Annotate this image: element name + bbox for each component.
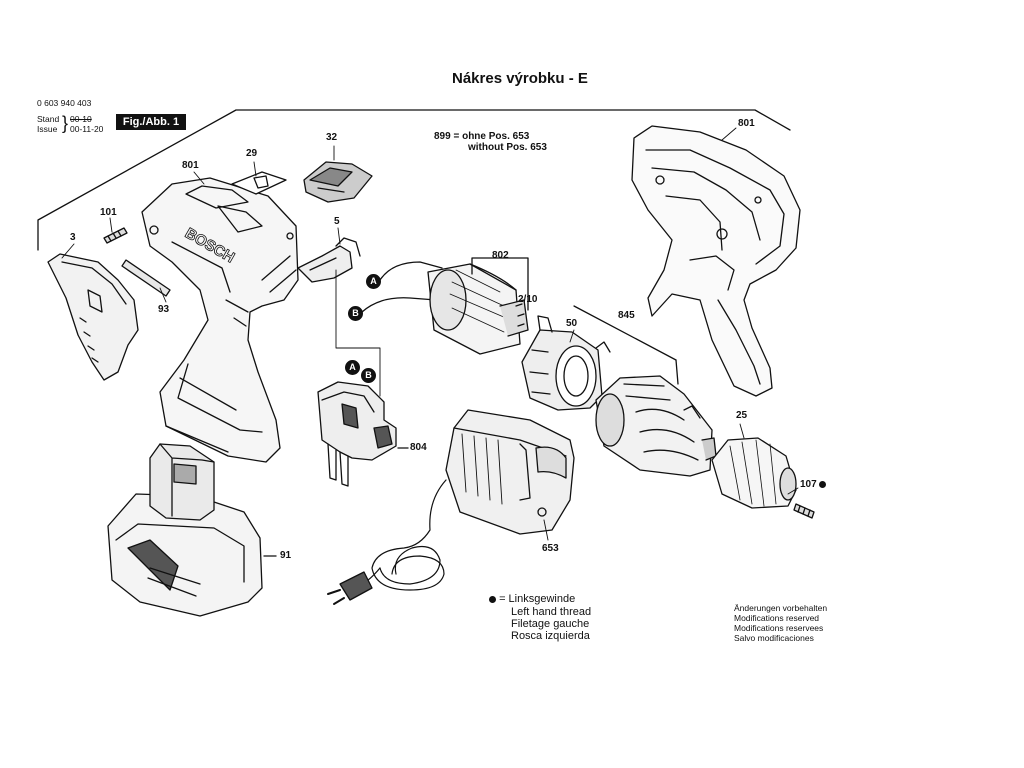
legend-line-4: Rosca izquierda xyxy=(511,630,590,642)
modifications-line-3: Modifications reservees xyxy=(734,623,824,633)
switch-slider-part-5 xyxy=(297,237,361,283)
part-label-802: 802 xyxy=(492,250,509,261)
connector-marker-a-wire: A xyxy=(366,274,381,289)
bracket-845-end xyxy=(675,359,679,385)
connector-marker-a-switch: A xyxy=(345,360,360,375)
issue-value: 00-11-20 xyxy=(70,124,104,134)
screw-part-101 xyxy=(103,227,128,244)
part-label-804: 804 xyxy=(410,442,427,453)
left-hand-thread-dot xyxy=(819,480,827,488)
motor-wires xyxy=(361,261,443,313)
part-label-801-left: 801 xyxy=(182,160,199,171)
legend-line-3: Filetage gauche xyxy=(511,618,590,630)
part-label-50: 50 xyxy=(566,318,578,329)
frame-line xyxy=(37,109,791,251)
gearbox-part-845 xyxy=(595,375,717,477)
note-line-2: without Pos. 653 xyxy=(468,142,547,153)
part-label-653: 653 xyxy=(542,543,559,554)
stand-label: Stand xyxy=(37,114,60,124)
side-cover-part-3 xyxy=(47,253,139,381)
charger-cord xyxy=(361,479,447,591)
part-label-5: 5 xyxy=(334,216,340,227)
screw-part-107 xyxy=(793,503,815,519)
switch-module-part-804 xyxy=(317,381,397,487)
part-label-107-text: 107 xyxy=(800,479,817,490)
note-line-1: 899 = ohne Pos. 653 xyxy=(434,131,530,142)
fig-label: Fig./Abb. 1 xyxy=(116,114,186,130)
chuck-part-25 xyxy=(711,437,797,509)
part-label-3: 3 xyxy=(70,232,76,243)
part-label-801-right: 801 xyxy=(738,118,755,129)
part-label-25: 25 xyxy=(736,410,748,421)
part-label-29: 29 xyxy=(246,148,258,159)
power-plug xyxy=(327,571,373,605)
modifications-line-2: Modifications reserved xyxy=(734,613,820,623)
housing-part-801-left: BOSCH xyxy=(141,177,299,463)
part-label-93: 93 xyxy=(158,304,170,315)
bracket-845 xyxy=(573,305,677,361)
housing-part-801-right xyxy=(631,125,801,397)
part-label-101: 101 xyxy=(100,207,117,218)
part-label-2-10: 2/10 xyxy=(518,294,538,305)
part-label-845: 845 xyxy=(618,310,635,321)
charger-part-653 xyxy=(445,409,575,535)
doc-number: 0 603 940 403 xyxy=(37,98,92,108)
switch-cap-part-32 xyxy=(303,161,373,203)
part-label-32: 32 xyxy=(326,132,338,143)
ring-gear-part-50 xyxy=(521,315,611,411)
connector-marker-b-switch: B xyxy=(361,368,376,383)
bracket-802 xyxy=(471,257,529,311)
legend-line-1-text: = Linksgewinde xyxy=(499,593,576,605)
legend-line-2: Left hand thread xyxy=(511,606,592,618)
modifications-line-1: Änderungen vorbehalten xyxy=(734,603,828,613)
page-title: Nákres výrobku - E xyxy=(452,70,588,87)
connector-marker-b-wire: B xyxy=(348,306,363,321)
motor-part-802 xyxy=(427,263,529,355)
leader-lines xyxy=(61,127,799,541)
brace: } xyxy=(62,113,69,133)
modifications-line-4: Salvo modificaciones xyxy=(734,633,814,643)
stand-value: 00-10 xyxy=(70,114,92,124)
battery-pack-part-91 xyxy=(107,443,263,617)
legend-line-1: = Linksgewinde xyxy=(489,593,575,605)
part-label-107: 107 xyxy=(800,479,827,490)
part-label-91: 91 xyxy=(280,550,292,561)
legend-dot xyxy=(489,595,496,603)
label-plate-part-29 xyxy=(231,171,287,195)
rod-part-93 xyxy=(121,259,171,297)
issue-label: Issue xyxy=(37,124,58,134)
